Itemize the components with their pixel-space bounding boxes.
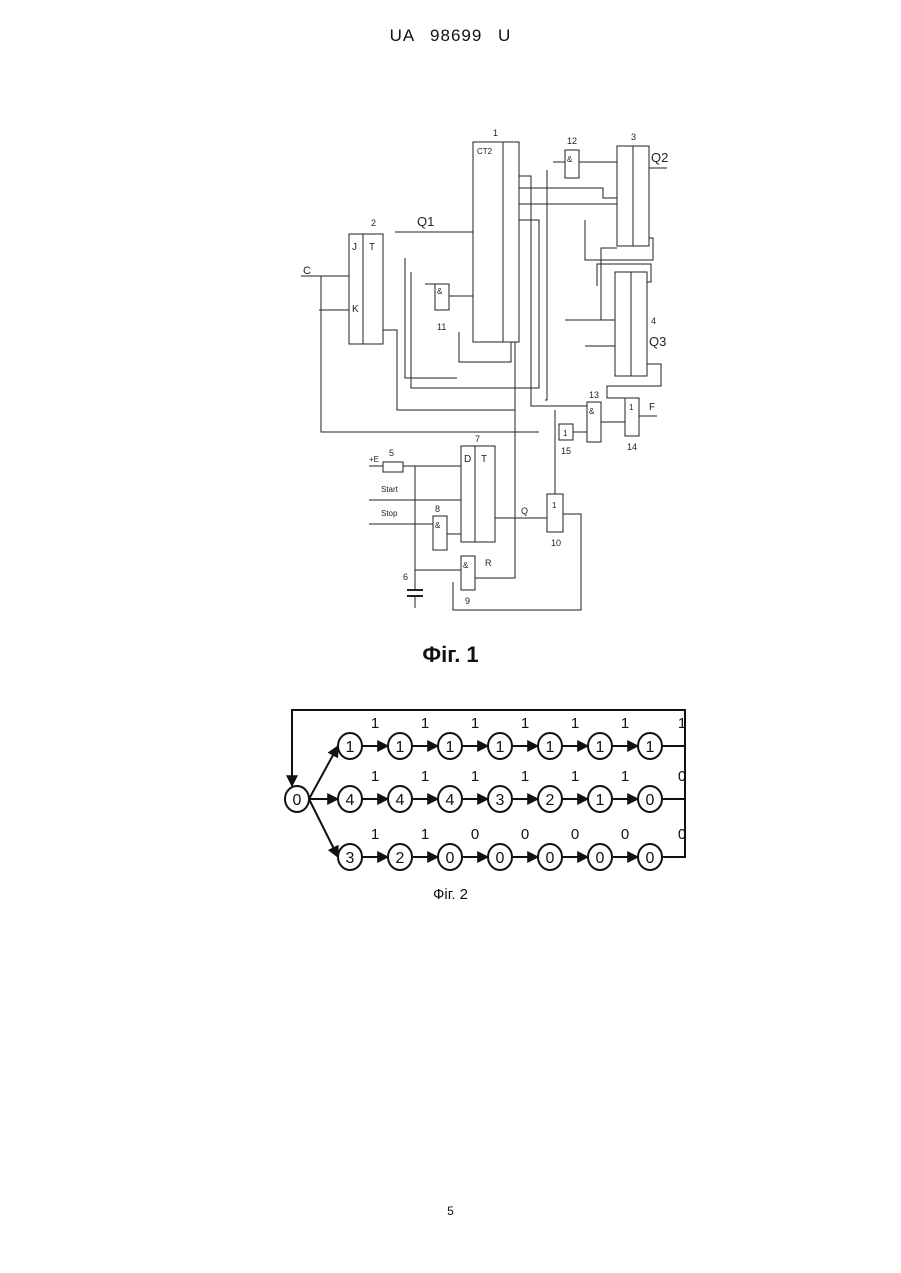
fig1-circuit-diagram: 1 2 3 4 5 6 7 8 9 10 11 12 13 14 15 CT2 … [285, 110, 685, 630]
label-and-11: & [437, 287, 443, 296]
label-k: K [352, 304, 359, 315]
label-n15: 15 [561, 446, 571, 456]
label-n3: 3 [631, 132, 636, 142]
branch-arrow-row-1 [309, 746, 338, 799]
label-q: Q [521, 506, 528, 516]
state-label-r2-4: 3 [496, 792, 505, 809]
state-label-r1-4: 1 [496, 739, 505, 756]
label-n10: 10 [551, 538, 561, 548]
edge-label-r3-2: 1 [421, 826, 429, 843]
state-label-r2-5: 2 [546, 792, 555, 809]
label-q2: Q2 [651, 150, 668, 165]
label-q1: Q1 [417, 214, 434, 229]
edge-label-r3-5: 0 [571, 826, 579, 843]
label-and-12: & [567, 155, 573, 164]
label-or-10: 1 [552, 501, 557, 510]
edge-label-r3-1: 1 [371, 826, 379, 843]
edge-label-r2-4: 1 [521, 768, 529, 785]
label-and-9: & [463, 561, 469, 570]
label-c: C [303, 265, 311, 277]
page-number: 5 [0, 1204, 901, 1218]
label-and-8: & [435, 521, 441, 530]
state-label-r3-2: 2 [396, 850, 405, 867]
branch-arrow-row-3 [309, 799, 338, 857]
label-r-bar: R [485, 558, 492, 568]
label-stop: Stop [381, 509, 398, 518]
label-q3: Q3 [649, 334, 666, 349]
state-label-r1-3: 1 [446, 739, 455, 756]
edge-label-r2-3: 1 [471, 768, 479, 785]
state-label-r3-5: 0 [546, 850, 555, 867]
label-n1: 1 [493, 128, 498, 138]
label-ct2: CT2 [477, 147, 493, 156]
label-n11: 11 [437, 322, 446, 332]
edge-label-r3-4: 0 [521, 826, 529, 843]
edge-label-r1-1: 1 [371, 715, 379, 732]
state-label-r2-7: 0 [646, 792, 655, 809]
state-label-r2-2: 4 [396, 792, 405, 809]
label-d: D [464, 454, 471, 465]
edge-label-r3-3: 0 [471, 826, 479, 843]
label-n13: 13 [589, 390, 599, 400]
loop-label-row-1: 1 [678, 715, 686, 732]
state-label-r2-6: 1 [596, 792, 605, 809]
state-label-r3-3: 0 [446, 850, 455, 867]
label-and-13: & [589, 407, 595, 416]
counter-1-block [473, 142, 519, 342]
fig1-caption: Фіг. 1 [0, 642, 901, 668]
state-start-label: 0 [293, 792, 302, 809]
edge-label-r2-5: 1 [571, 768, 579, 785]
edge-label-r1-5: 1 [571, 715, 579, 732]
edge-label-r1-3: 1 [471, 715, 479, 732]
label-n2: 2 [371, 218, 376, 228]
state-label-r1-1: 1 [346, 739, 355, 756]
label-n9: 9 [465, 596, 470, 606]
edge-label-r3-6: 0 [621, 826, 629, 843]
label-n8: 8 [435, 504, 440, 514]
edge-label-r2-1: 1 [371, 768, 379, 785]
state-label-r1-2: 1 [396, 739, 405, 756]
edge-label-r1-2: 1 [421, 715, 429, 732]
label-j: J [352, 242, 357, 253]
label-n7: 7 [475, 434, 480, 444]
edge-label-r1-4: 1 [521, 715, 529, 732]
label-start: Start [381, 485, 399, 494]
gate-10-block [547, 494, 563, 532]
label-t-2: T [369, 242, 375, 253]
edge-label-r2-2: 1 [421, 768, 429, 785]
fig2-state-graph: 0111111111111114141413121110031210000000… [280, 702, 690, 880]
state-label-r2-1: 4 [346, 792, 355, 809]
loop-label-row-2: 0 [678, 768, 686, 785]
fig2-caption: Фіг. 2 [0, 886, 901, 903]
label-plus-e: +E [369, 455, 379, 464]
state-label-r1-5: 1 [546, 739, 555, 756]
state-label-r3-6: 0 [596, 850, 605, 867]
loop-label-row-3: 0 [678, 826, 686, 843]
label-n5: 5 [389, 448, 394, 458]
edge-label-r2-6: 1 [621, 768, 629, 785]
label-t-7: T [481, 454, 487, 465]
patent-header: UA 98699 U [0, 26, 901, 46]
state-label-r3-4: 0 [496, 850, 505, 867]
label-n14: 14 [627, 442, 637, 452]
state-label-r3-1: 3 [346, 850, 355, 867]
resistor-5 [383, 462, 403, 472]
edge-label-r1-6: 1 [621, 715, 629, 732]
state-label-r2-3: 4 [446, 792, 455, 809]
state-label-r1-6: 1 [596, 739, 605, 756]
label-n12: 12 [567, 136, 577, 146]
label-n4: 4 [651, 316, 656, 326]
state-label-r3-7: 0 [646, 850, 655, 867]
label-n6: 6 [403, 572, 408, 582]
label-f: F [649, 402, 655, 413]
state-label-r1-7: 1 [646, 739, 655, 756]
label-or-15: 1 [563, 429, 568, 438]
label-or-14: 1 [629, 403, 634, 412]
